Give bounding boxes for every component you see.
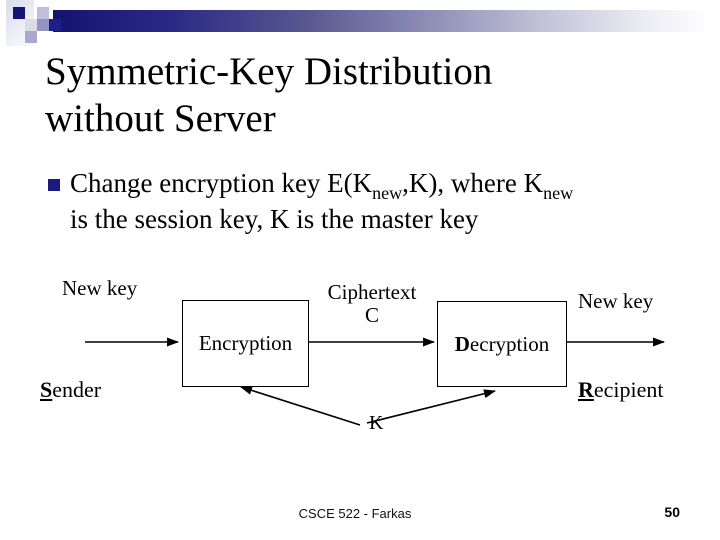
arrow-masterkey-to-encryption bbox=[240, 386, 361, 426]
encryption-box: Encryption bbox=[182, 300, 309, 387]
decoration-gradient-bar bbox=[53, 10, 710, 32]
label-new-key-left: New key bbox=[62, 276, 138, 300]
arrow-masterkey-to-decryption bbox=[366, 389, 496, 424]
label-master-key: K bbox=[369, 412, 384, 434]
bullet-icon bbox=[48, 179, 60, 191]
slide-title-line1: Symmetric-Key Distribution bbox=[45, 50, 493, 93]
slide-title-line2: without Server bbox=[45, 97, 276, 140]
label-ciphertext-line1: Ciphertext bbox=[327, 280, 417, 304]
decoration-square-medium bbox=[37, 19, 49, 31]
decryption-box-label: Decryption bbox=[454, 331, 550, 356]
bullet-line1: Change encryption key E(Knew,K), where K… bbox=[70, 167, 686, 203]
recipient-rest: ecipient bbox=[593, 377, 664, 402]
label-ciphertext: Ciphertext C bbox=[316, 281, 428, 327]
label-new-key-right: New key bbox=[578, 289, 654, 313]
sender-rest: ender bbox=[52, 377, 102, 402]
decoration-square-gray bbox=[25, 31, 37, 43]
footer-course: CSCE 522 - Farkas bbox=[298, 506, 412, 521]
decoration-square-dark2 bbox=[49, 19, 61, 31]
bullet-seg2: ,K), where K bbox=[402, 168, 544, 198]
label-sender: Sender bbox=[40, 377, 101, 403]
bullet-subscript1: new bbox=[372, 183, 403, 203]
decoration-square-pale bbox=[25, 19, 37, 31]
bullet-line2: is the session key, K is the master key bbox=[70, 204, 479, 234]
bullet-subscript2: new bbox=[543, 183, 574, 203]
recipient-initial: R bbox=[578, 377, 594, 402]
encryption-box-label: Encryption bbox=[198, 331, 293, 355]
bullet-text: Change encryption key E(Knew,K), where K… bbox=[70, 167, 686, 236]
sender-initial: S bbox=[40, 377, 53, 402]
decoration-square-dark bbox=[13, 7, 25, 19]
decoration-square-lavender bbox=[37, 7, 49, 19]
decryption-box: Decryption bbox=[437, 301, 567, 387]
page-number: 50 bbox=[664, 504, 680, 520]
bullet-seg1: Change encryption key E(K bbox=[70, 168, 373, 198]
label-recipient: Recipient bbox=[578, 377, 664, 403]
slide-title: Symmetric-Key Distribution without Serve… bbox=[45, 48, 675, 142]
label-ciphertext-line2: C bbox=[364, 303, 379, 327]
